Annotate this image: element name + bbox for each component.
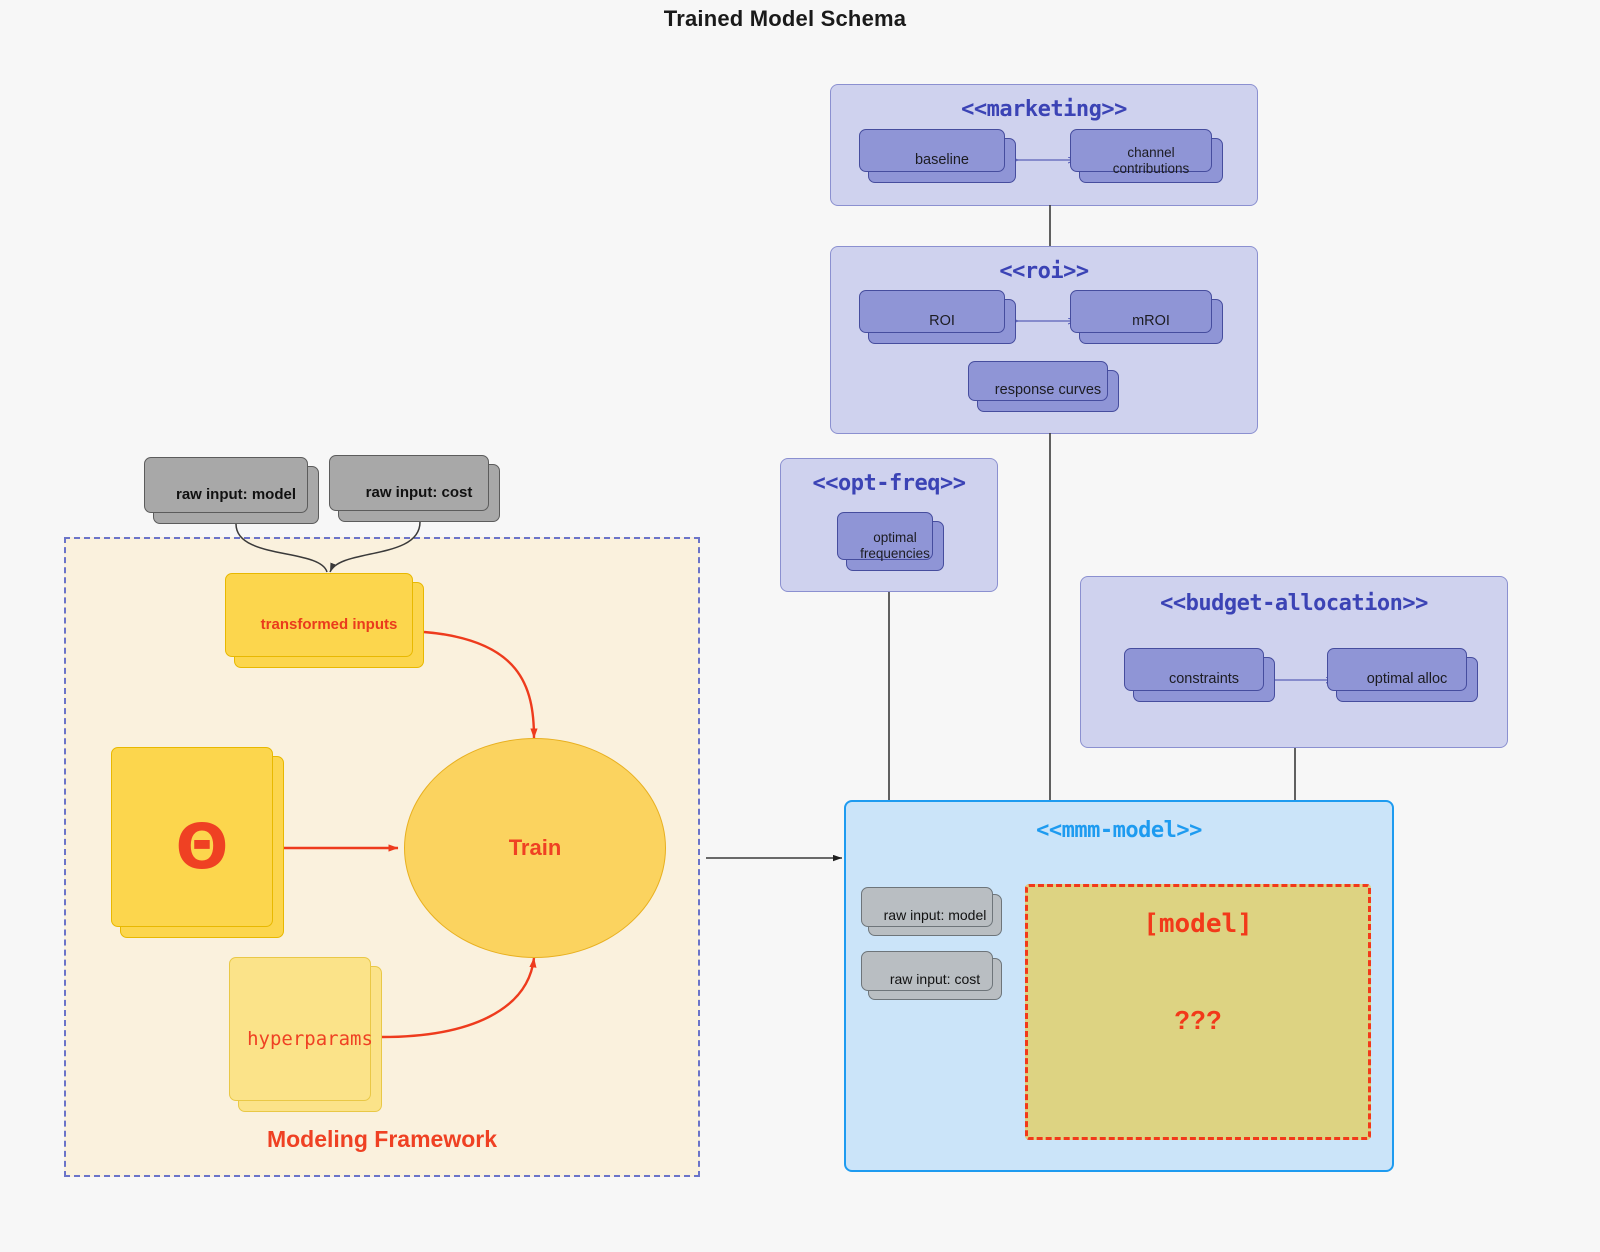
- raw-input-model-label: raw input: model: [176, 486, 296, 504]
- model-placeholder-box[interactable]: [model] ???: [1025, 884, 1371, 1140]
- page-title: Trained Model Schema: [663, 6, 907, 31]
- train-node[interactable]: Train: [404, 738, 666, 958]
- theta-symbol: Θ: [175, 810, 229, 884]
- card-stack-shadow: [861, 951, 993, 991]
- component-channel-contributions-label: channel contributions: [1112, 144, 1190, 176]
- package-roi-title: <<roi>>: [999, 259, 1089, 284]
- card-stack-shadow: [329, 455, 489, 511]
- card-stack-shadow: [1070, 129, 1212, 172]
- mmm-raw-input-cost-label: raw input: cost: [889, 970, 981, 987]
- component-response-curves-label: response curves: [994, 382, 1102, 399]
- card-stack-shadow: [859, 129, 1005, 172]
- component-baseline-label: baseline: [914, 151, 969, 168]
- mmm-raw-input-model-label: raw input: model: [883, 906, 987, 923]
- component-mroi[interactable]: mROI: [1070, 290, 1223, 344]
- component-roi[interactable]: ROI: [859, 290, 1016, 344]
- card-stack-shadow: [1070, 290, 1212, 333]
- hyperparams-label: hyperparams: [247, 1027, 373, 1050]
- component-channel-contributions[interactable]: channel contributions: [1070, 129, 1223, 183]
- component-optimal-frequencies[interactable]: optimal frequencies: [837, 512, 944, 571]
- mmm-raw-input-cost[interactable]: raw input: cost: [861, 951, 1002, 1000]
- package-budget-allocation-title: <<budget-allocation>>: [1160, 591, 1428, 616]
- mmm-raw-input-model[interactable]: raw input: model: [861, 887, 1002, 936]
- card-stack-shadow: [861, 887, 993, 927]
- component-optimal-alloc-label: optimal alloc: [1366, 670, 1448, 687]
- model-placeholder-title: [model]: [1143, 909, 1253, 939]
- card-stack-shadow: [1327, 648, 1467, 691]
- card-stack-shadow: [225, 573, 413, 657]
- transformed-inputs-label: transformed inputs: [260, 616, 398, 634]
- component-response-curves[interactable]: response curves: [968, 361, 1119, 412]
- component-baseline[interactable]: baseline: [859, 129, 1016, 183]
- card-stack-shadow: [111, 747, 273, 927]
- card-stack-shadow: [859, 290, 1005, 333]
- train-label: Train: [508, 835, 562, 860]
- component-roi-label: ROI: [929, 312, 955, 329]
- card-stack-shadow: [1124, 648, 1264, 691]
- package-marketing-title: <<marketing>>: [961, 97, 1127, 122]
- component-constraints-label: constraints: [1168, 670, 1240, 687]
- transformed-inputs-node[interactable]: transformed inputs: [225, 573, 424, 668]
- component-optimal-alloc[interactable]: optimal alloc: [1327, 648, 1478, 702]
- package-mmm-model-title: <<mmm-model>>: [1036, 818, 1202, 843]
- raw-input-cost-label: raw input: cost: [365, 484, 473, 502]
- package-opt-freq-title: <<opt-freq>>: [812, 471, 966, 496]
- card-stack-shadow: [229, 957, 371, 1101]
- model-placeholder-question: ???: [1174, 1005, 1222, 1035]
- raw-input-cost-node[interactable]: raw input: cost: [329, 455, 500, 522]
- card-stack-shadow: [837, 512, 933, 560]
- card-stack-shadow: [144, 457, 308, 513]
- hyperparams-node[interactable]: hyperparams: [229, 957, 382, 1112]
- raw-input-model-node[interactable]: raw input: model: [144, 457, 319, 524]
- card-stack-shadow: [968, 361, 1108, 401]
- component-optimal-frequencies-label: optimal frequencies: [860, 530, 930, 561]
- theta-node[interactable]: Θ: [111, 747, 284, 938]
- component-constraints[interactable]: constraints: [1124, 648, 1275, 702]
- modeling-framework-label: Modeling Framework: [266, 1126, 498, 1152]
- component-mroi-label: mROI: [1132, 312, 1170, 329]
